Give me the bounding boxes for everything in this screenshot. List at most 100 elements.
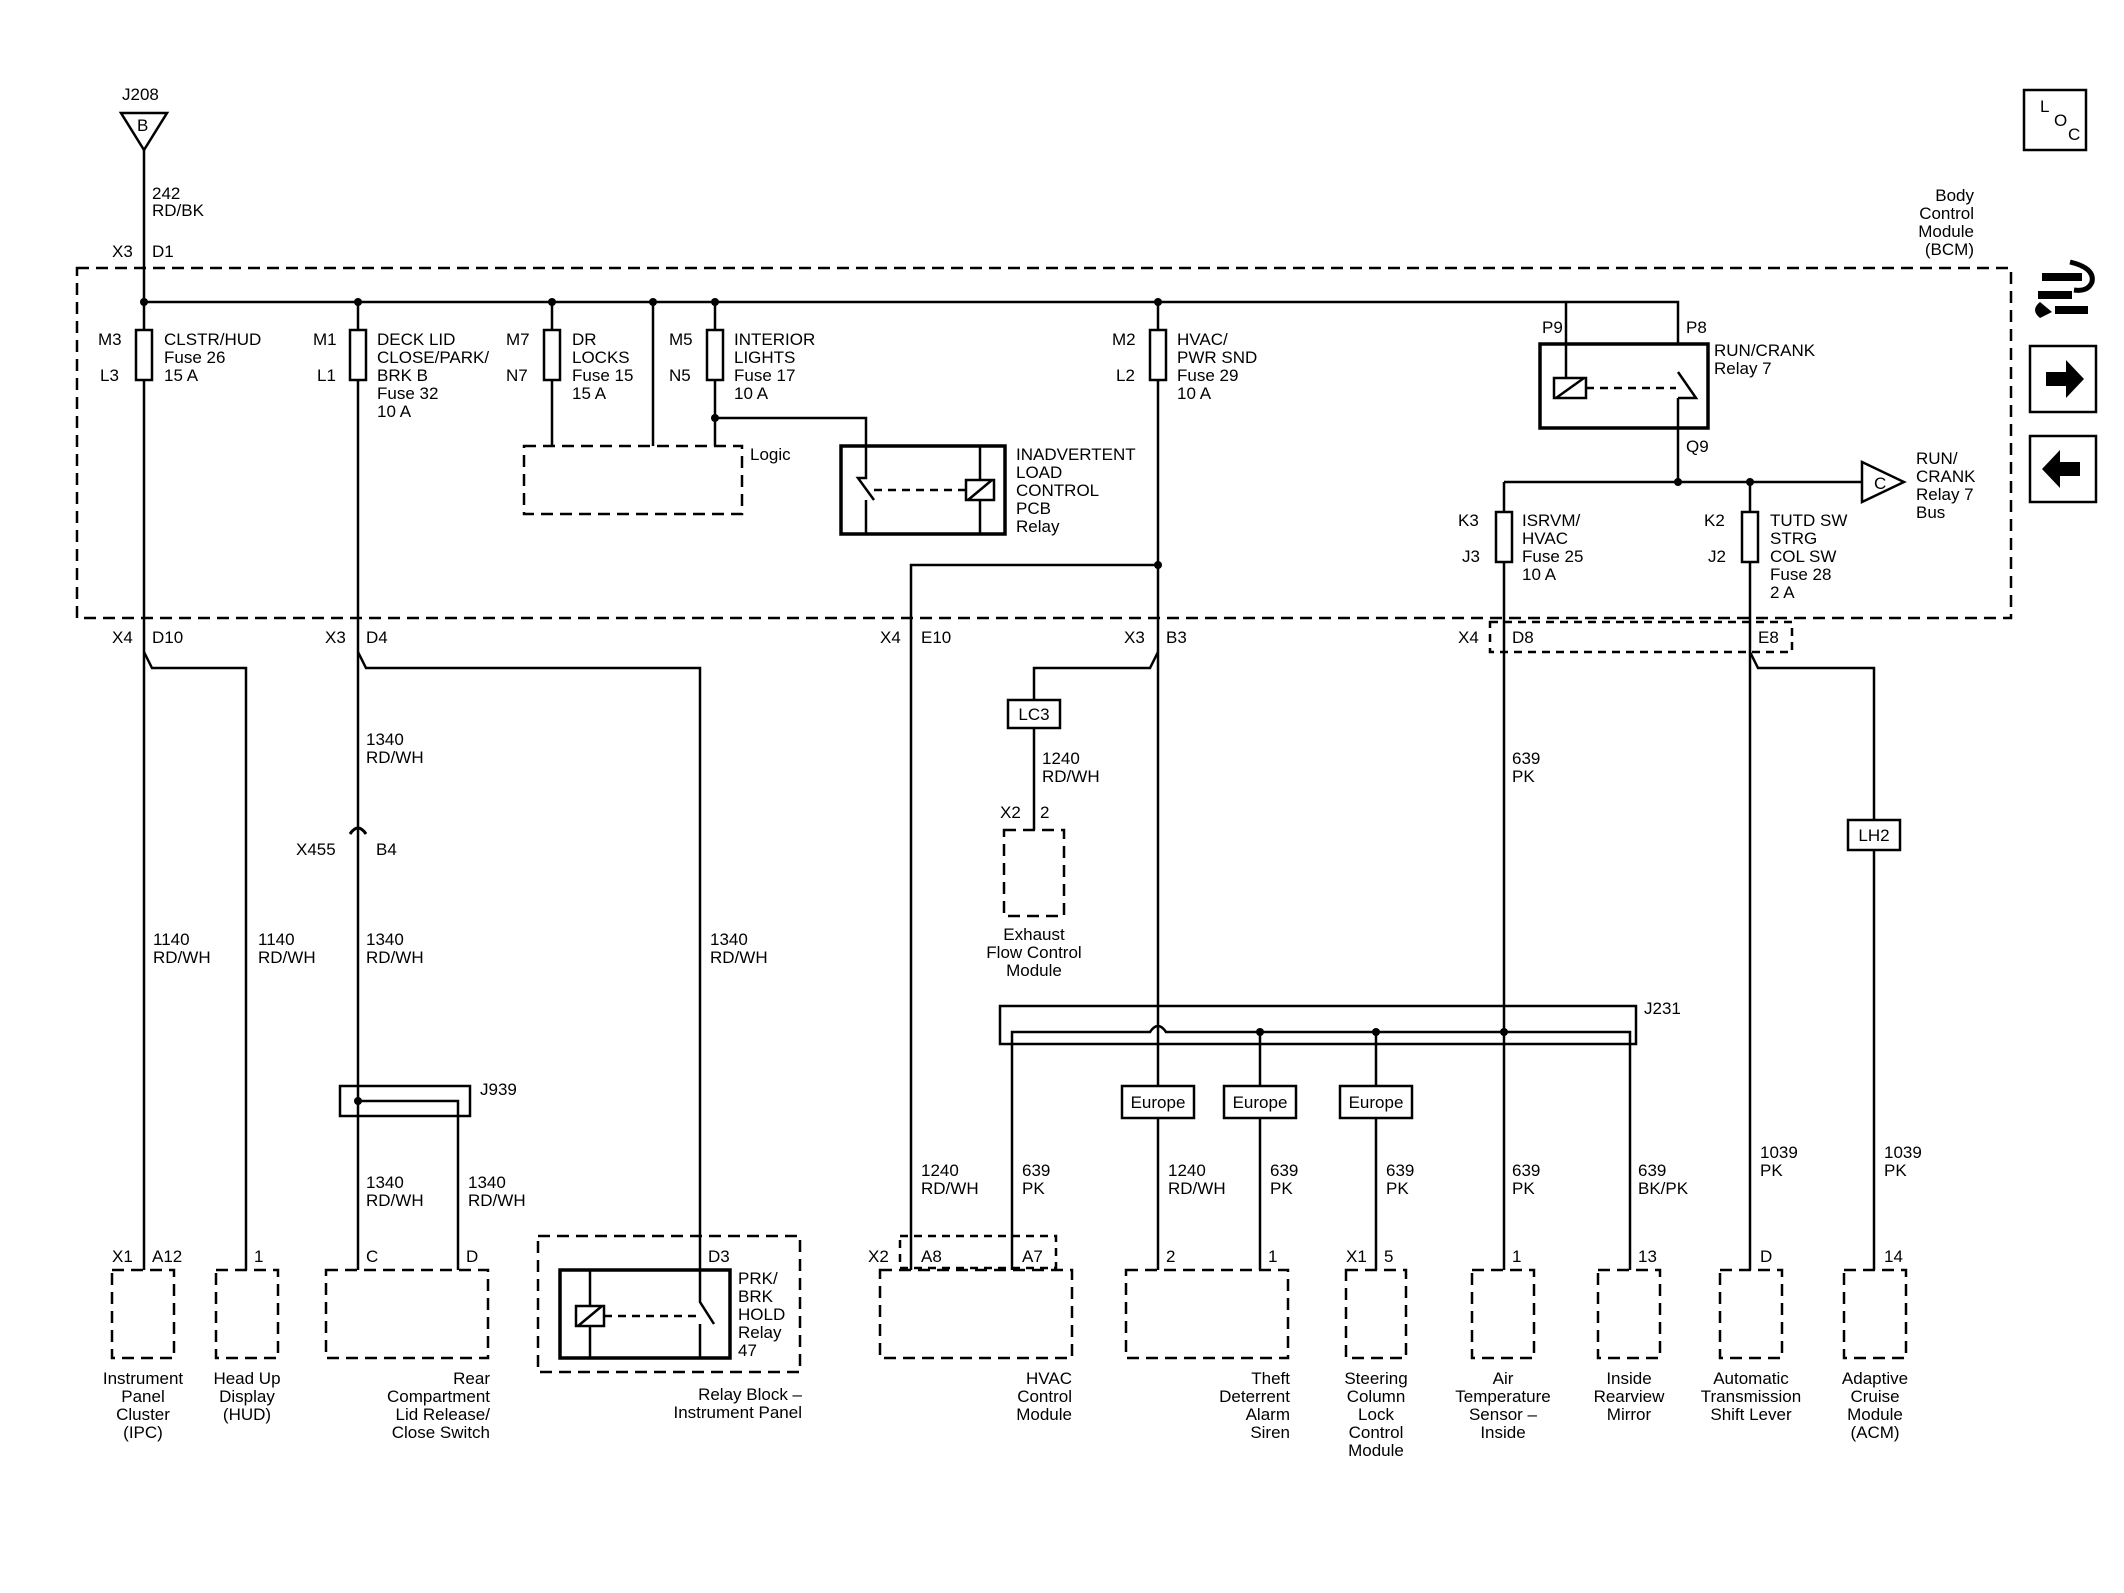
fuse-29-hvac: M2 L2 HVAC/ PWR SND Fuse 29 10 A [1112,328,1257,403]
x455-inline-connector: X455 B4 [296,826,397,859]
diagram-label: RD/WH [1042,767,1100,786]
theft-deterrent-alarm-siren [1124,1268,1290,1360]
diagram-label: Fuse 32 [377,384,438,403]
pin-x3-b3-conn: X3 [1124,628,1145,647]
diagram-label: 10 A [1522,565,1557,584]
diagram-label: J208 [122,85,159,104]
bcm-entry-pin: D1 [152,242,174,261]
diagram-label: L2 [1116,366,1135,385]
automatic-transmission-shift-lever [1718,1268,1784,1360]
lh2-inline: LH2 [1846,818,1902,852]
pin-x4-d8: D8 [1512,628,1534,647]
diagram-label: Sensor – [1469,1405,1538,1424]
diagram-label: 10 A [377,402,412,421]
diagram-label: Adaptive [1842,1369,1908,1388]
diagram-label: Body [1935,186,1974,205]
diagram-label: (BCM) [1925,240,1974,259]
diagram-label: Automatic [1713,1369,1789,1388]
diagram-label: J939 [480,1080,517,1099]
j231-splice: J231 [998,999,1681,1270]
diagram-label: RD/WH [366,948,424,967]
wire-242-color: RD/BK [152,201,205,220]
wrench-icon[interactable] [2035,259,2095,318]
diagram-label: M1 [313,330,337,349]
inside-rearview-mirror [1596,1268,1662,1360]
diagram-label: 1240 [1042,749,1080,768]
diagram-label: PK [1270,1179,1293,1198]
diagram-label: Europe [1349,1093,1404,1112]
diagram-label: C [366,1247,378,1266]
diagram-label: HOLD [738,1305,785,1324]
diagram-label: Shift Lever [1710,1405,1792,1424]
loc-icon[interactable]: L O C [2022,88,2088,152]
diagram-label: 639 [1512,749,1540,768]
diagram-label: K2 [1704,511,1725,530]
diagram-label: C [2068,125,2080,144]
diagram-label: Module [1918,222,1974,241]
diagram-label: LC3 [1018,705,1049,724]
diagram-label: Fuse 26 [164,348,225,367]
diagram-label: 1340 [366,730,404,749]
fuse-15-drlocks: M7 N7 DR LOCKS Fuse 15 15 A [506,328,633,403]
diagram-label: Europe [1233,1093,1288,1112]
diagram-label: P9 [1542,318,1563,337]
adaptive-cruise-module [1842,1268,1908,1360]
diagram-label: N5 [669,366,691,385]
diagram-label: PK [1512,767,1535,786]
diagram-label: 1 [1268,1247,1277,1266]
diagram-label: Fuse 17 [734,366,795,385]
diagram-label: N7 [506,366,528,385]
diagram-label: 1340 [366,930,404,949]
diagram-label: 639 [1270,1161,1298,1180]
diagram-label: RD/WH [366,1191,424,1210]
diagram-label: Fuse 28 [1770,565,1831,584]
diagram-label: RD/WH [258,948,316,967]
j208-connector: J208 B [118,85,170,153]
diagram-label: Air [1493,1369,1514,1388]
diagram-label: 10 A [734,384,769,403]
diagram-label: D3 [708,1247,730,1266]
diagram-label: Inside [1480,1423,1525,1442]
diagram-label: BRK [738,1287,774,1306]
diagram-label: (HUD) [223,1405,271,1424]
diagram-label: Inside [1606,1369,1651,1388]
diagram-label: A12 [152,1247,182,1266]
fuse-28-tutd: K2 J2 TUTD SW STRG COL SW Fuse 28 2 A [1704,510,1847,602]
diagram-label: D [1760,1247,1772,1266]
diagram-label: Control [1017,1387,1072,1406]
diagram-label: RD/WH [468,1191,526,1210]
diagram-label: Relay [738,1323,782,1342]
diagram-label: PRK/ [738,1269,778,1288]
relay-block-instrument-panel: D3 PRK/ BRK HOLD Relay 47 Relay Block – … [536,1234,803,1422]
diagram-label: Column [1347,1387,1406,1406]
diagram-label: INADVERTENT [1016,445,1136,464]
diagram-label: C [1874,474,1886,493]
logic-label: Logic [750,445,791,464]
diagram-label: RD/WH [153,948,211,967]
diagram-label: Cluster [116,1405,170,1424]
diagram-label: HVAC [1026,1369,1072,1388]
diagram-label: Module [1847,1405,1903,1424]
diagram-label: Q9 [1686,437,1709,456]
diagram-label: P8 [1686,318,1707,337]
diagram-label: Bus [1916,503,1945,522]
diagram-label: X455 [296,840,336,859]
pin-x3-d4-conn: X3 [325,628,346,647]
diagram-label: Control [1919,204,1974,223]
back-arrow-button[interactable] [2028,434,2098,504]
diagram-label: PK [1760,1161,1783,1180]
europe-option-1: Europe [1120,1084,1196,1120]
diagram-label: Relay Block – [698,1385,802,1404]
diagram-label: RUN/ [1916,449,1958,468]
diagram-label: TUTD SW [1770,511,1847,530]
diagram-label: BK/PK [1638,1179,1689,1198]
bcm-entry-conn: X3 [112,242,133,261]
diagram-label: A8 [921,1247,942,1266]
diagram-label: Rear [453,1369,490,1388]
diagram-label: M7 [506,330,530,349]
next-arrow-button[interactable] [2028,344,2098,414]
diagram-label: Relay 7 [1714,359,1772,378]
j939-splice: J939 [338,1080,517,1270]
diagram-label: Theft [1251,1369,1290,1388]
